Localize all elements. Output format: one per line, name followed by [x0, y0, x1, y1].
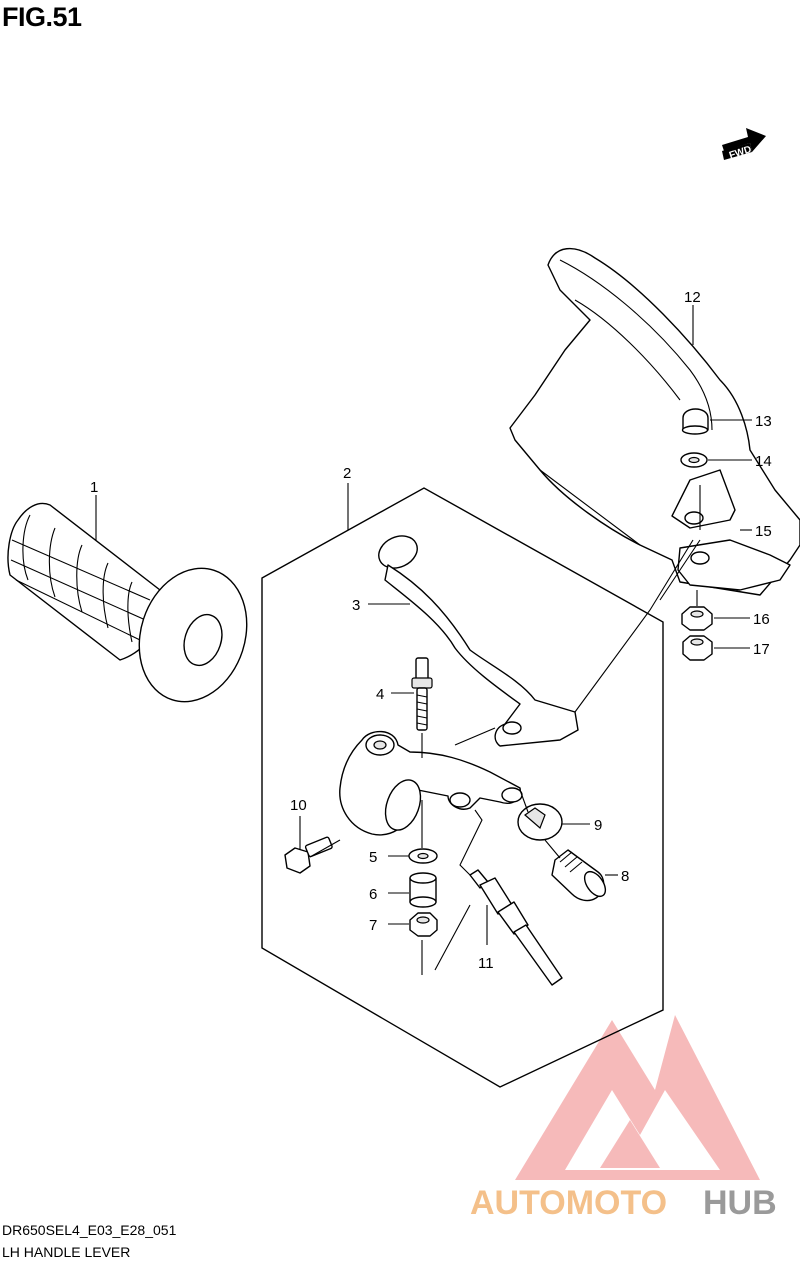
bolt-part	[284, 836, 333, 874]
callout-9: 9	[594, 817, 602, 834]
collar-part-16	[681, 606, 713, 631]
assembly-outline	[261, 487, 664, 1088]
clutch-lever-part	[378, 535, 579, 747]
watermark-text-automoto: AUTOMOTO	[470, 1184, 667, 1222]
washer-part-14	[680, 452, 708, 468]
callout-12: 12	[684, 289, 701, 306]
washer-hole	[417, 852, 429, 860]
cable-adjuster-part	[551, 849, 607, 902]
lever-holder-part	[339, 730, 523, 836]
cap-nut-part-13	[681, 408, 709, 435]
leader-lines	[95, 305, 752, 975]
nut-part-17	[682, 635, 713, 661]
fwd-arrow-icon: FWD	[722, 128, 766, 162]
callout-8: 8	[621, 868, 629, 885]
callout-11: 11	[478, 955, 494, 972]
diagram-code: DR650SEL4_E03_E28_051	[2, 1222, 177, 1238]
callout-13: 13	[755, 413, 772, 430]
callout-numbers: 1 2 3 4 5 6 7 8 9 10 11 12 13 14 15 16 1…	[90, 289, 772, 972]
callout-6: 6	[369, 886, 377, 903]
callout-14: 14	[755, 453, 772, 470]
adjuster-ring-part	[517, 803, 563, 841]
clutch-switch-part	[469, 869, 563, 986]
nut-part-7	[409, 912, 438, 937]
figure-title: FIG.51	[2, 2, 82, 32]
callout-1: 1	[90, 479, 98, 496]
callout-10: 10	[290, 797, 307, 814]
diagram-name: LH HANDLE LEVER	[2, 1244, 131, 1260]
callout-16: 16	[753, 611, 770, 628]
adjuster-stud-part	[411, 657, 433, 731]
callout-7: 7	[369, 917, 377, 934]
callout-17: 17	[753, 641, 770, 658]
handguard-part	[509, 247, 800, 596]
watermark-text-hub: HUB	[703, 1184, 777, 1222]
callout-4: 4	[376, 686, 384, 703]
watermark-logo	[515, 1015, 760, 1180]
grip-part	[7, 502, 248, 703]
callout-15: 15	[755, 523, 772, 540]
callout-5: 5	[369, 849, 377, 866]
callout-3: 3	[352, 597, 360, 614]
callout-2: 2	[343, 465, 351, 482]
spacer-part-6	[409, 872, 437, 908]
